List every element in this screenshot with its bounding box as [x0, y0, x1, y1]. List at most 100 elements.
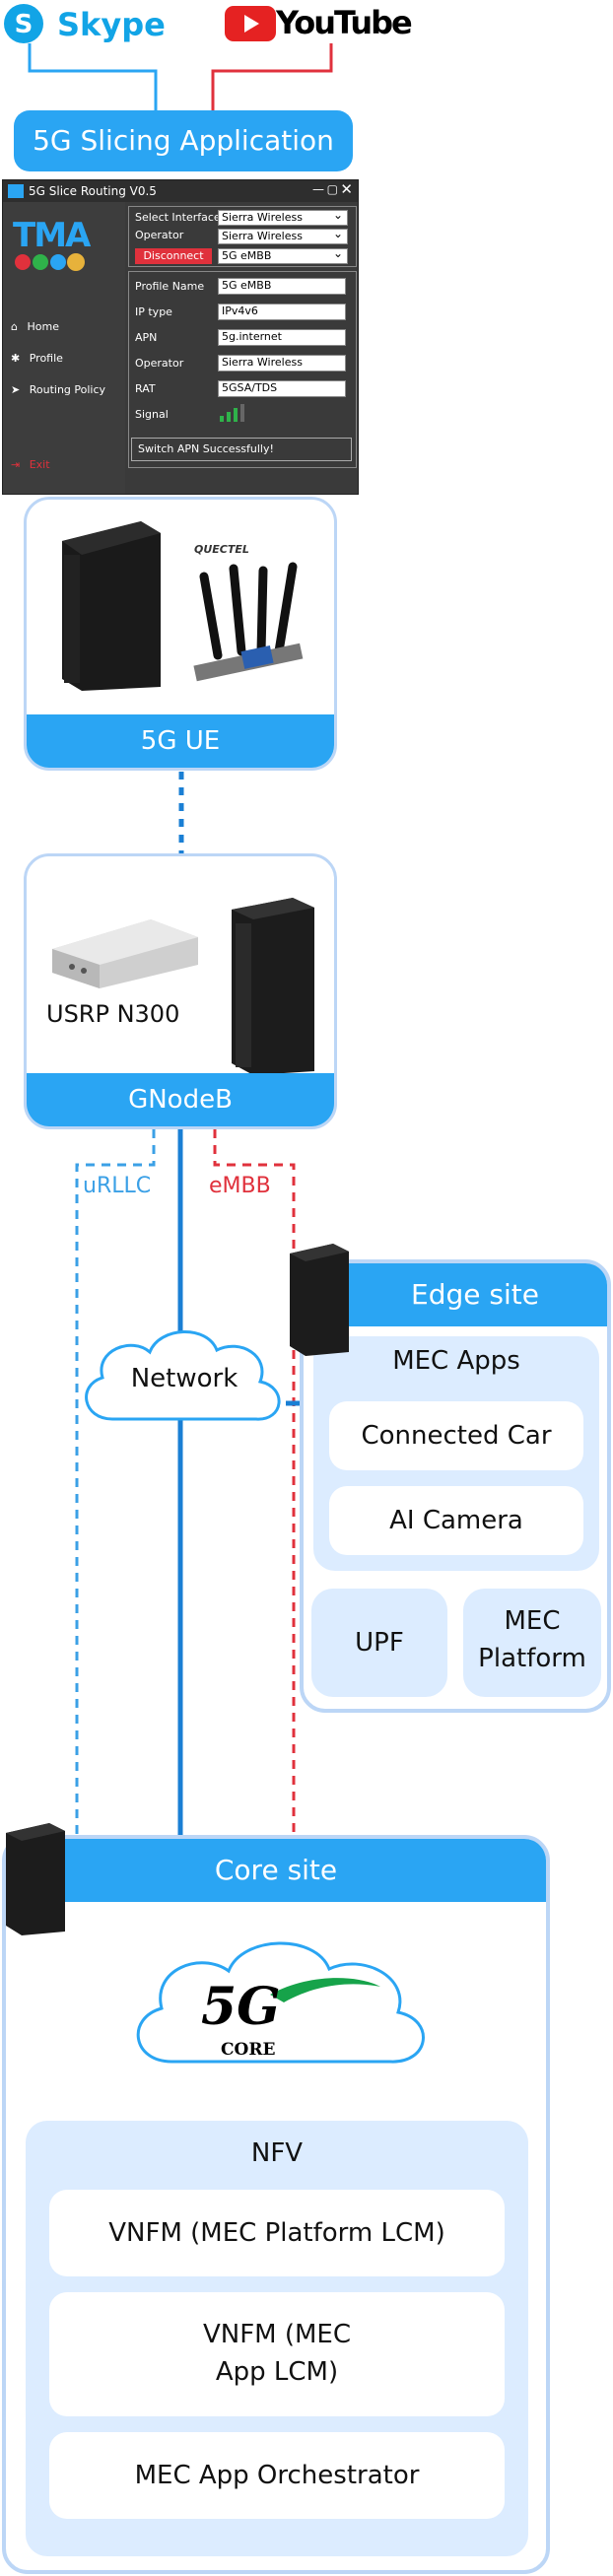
rat-field[interactable]: 5GSA/TDS	[218, 380, 346, 397]
profile-panel: Profile Name 5G eMBB IP type IPv4v6 APN …	[128, 271, 357, 468]
skype-icon: S	[4, 4, 43, 43]
gnodeb-card: USRP N300 GNodeB	[24, 853, 337, 1129]
5g-logo-text: 5G	[201, 1977, 281, 2037]
skype-logo: S Skype	[2, 2, 166, 45]
core-header: Core site	[6, 1839, 546, 1902]
exit-icon: ⇥	[11, 458, 21, 471]
edge-title: Edge site	[411, 1278, 539, 1311]
gear-icon: ✱	[11, 352, 21, 365]
upf-label: UPF	[355, 1628, 404, 1658]
send-icon: ➤	[11, 383, 21, 396]
ip-type-field[interactable]: IPv4v6	[218, 304, 346, 320]
close-icon[interactable]: ✕	[340, 180, 353, 198]
core-title: Core site	[214, 1854, 338, 1886]
sidebar-item-routing-policy[interactable]: ➤ Routing Policy	[11, 383, 105, 396]
status-bar: Switch APN Successfully!	[131, 438, 352, 461]
ai-camera-box: AI Camera	[329, 1486, 583, 1555]
sidebar-item-profile[interactable]: ✱ Profile	[11, 352, 63, 365]
vnfm-platform-box: VNFM (MEC Platform LCM)	[49, 2190, 505, 2276]
upf-box: UPF	[311, 1589, 447, 1697]
top-connectors	[28, 43, 333, 110]
maximize-icon[interactable]: ▢	[326, 182, 338, 196]
youtube-play-icon	[225, 6, 276, 41]
apn-field[interactable]: 5g.internet	[218, 329, 346, 346]
core-server-icon	[6, 1823, 65, 1935]
exit-label: Exit	[29, 458, 50, 471]
edge-site-card: Edge site MEC Apps Connected Car AI Came…	[300, 1259, 611, 1713]
quectel-brand: QUECTEL	[194, 543, 249, 556]
vnfm-platform-label: VNFM (MEC Platform LCM)	[108, 2218, 445, 2248]
mec-orchestrator-box: MEC App Orchestrator	[49, 2432, 505, 2519]
operator2-field[interactable]: Sierra Wireless	[218, 355, 346, 372]
signal-label: Signal	[135, 408, 169, 421]
connected-car-label: Connected Car	[361, 1421, 552, 1451]
ip-type-label: IP type	[135, 305, 172, 318]
profile-name-field[interactable]: 5G eMBB	[218, 278, 346, 295]
ue-label: 5G UE	[140, 726, 221, 756]
nfv-title: NFV	[250, 2138, 304, 2168]
ai-camera-label: AI Camera	[389, 1506, 523, 1535]
window-title-bar: 5G Slice Routing V0.5	[3, 180, 358, 202]
mec-platform-label: MEC Platform	[478, 1606, 586, 1673]
edge-header: Edge site	[304, 1263, 607, 1326]
app-small-icon	[8, 184, 24, 198]
cloud-icon	[136, 1941, 425, 2064]
usrp-label: USRP N300	[46, 1000, 180, 1028]
svg-text:S: S	[15, 10, 34, 39]
embb-path	[213, 1129, 296, 1835]
ue-label-bar: 5G UE	[27, 714, 334, 768]
sidebar-item-label: Routing Policy	[29, 383, 106, 396]
operator-label: Operator	[135, 229, 184, 241]
connection-panel: Select Interface Sierra Wireless Operato…	[128, 206, 357, 267]
mec-platform-box: MEC Platform	[463, 1589, 601, 1697]
network-cloud: Network	[73, 1317, 296, 1439]
mec-apps-box: MEC Apps Connected Car AI Camera	[313, 1336, 599, 1571]
disconnect-button[interactable]: Disconnect	[135, 248, 212, 264]
mini-pc-icon	[62, 521, 161, 691]
core-site-card: Core site 5G CORE NFV VNFM (MEC Platform…	[2, 1835, 550, 2574]
exit-button[interactable]: ⇥ Exit	[11, 458, 50, 471]
nfv-box: NFV VNFM (MEC Platform LCM) VNFM (MEC Ap…	[26, 2121, 528, 2556]
urllc-path	[75, 1129, 156, 1835]
urllc-label: uRLLC	[83, 1174, 152, 1198]
rat-label: RAT	[135, 382, 156, 395]
edge-server-icon	[290, 1244, 349, 1356]
interface-select[interactable]: Sierra Wireless	[218, 208, 348, 226]
tower-server-icon	[232, 898, 314, 1075]
operator-select[interactable]: Sierra Wireless	[218, 227, 348, 244]
skype-connector	[28, 43, 158, 110]
apn-label: APN	[135, 331, 158, 344]
slicing-app-title: 5G Slicing Application	[33, 124, 334, 157]
signal-bars-icon	[220, 404, 244, 422]
select-interface-label: Select Interface	[135, 211, 221, 224]
cloud-icon	[85, 1330, 281, 1421]
sidebar-item-label: Profile	[29, 352, 63, 365]
slice-links	[75, 1129, 307, 1835]
core-logo-text: CORE	[221, 2040, 276, 2060]
slicing-app-banner: 5G Slicing Application	[14, 110, 353, 171]
usrp-device-icon	[52, 919, 198, 988]
slice-routing-window: 5G Slice Routing V0.5 — ▢ ✕ TMA ⌂ Home ✱…	[2, 179, 359, 495]
5g-core-cloud: 5G CORE	[122, 1924, 440, 2081]
minimize-icon[interactable]: —	[312, 182, 324, 196]
youtube-label: YouTube	[276, 4, 413, 41]
ue-card: QUECTEL 5G UE	[24, 497, 337, 771]
slice-select[interactable]: 5G eMBB	[218, 246, 348, 264]
operator2-label: Operator	[135, 357, 184, 370]
status-message: Switch APN Successfully!	[138, 442, 274, 455]
connected-car-box: Connected Car	[329, 1401, 583, 1470]
mec-apps-title: MEC Apps	[392, 1346, 520, 1376]
sidebar: TMA ⌂ Home ✱ Profile ➤ Routing Policy ⇥ …	[3, 202, 125, 494]
network-label: Network	[130, 1364, 238, 1393]
sidebar-item-home[interactable]: ⌂ Home	[11, 320, 59, 333]
profile-name-label: Profile Name	[135, 280, 205, 293]
mec-orchestrator-label: MEC App Orchestrator	[134, 2461, 420, 2490]
embb-label: eMBB	[209, 1174, 271, 1198]
youtube-logo: YouTube	[225, 2, 413, 45]
youtube-connector	[211, 43, 333, 110]
gnodeb-label: GNodeB	[128, 1085, 233, 1115]
ue-gnb-link	[178, 772, 184, 856]
home-icon: ⌂	[11, 320, 18, 333]
gnodeb-label-bar: GNodeB	[27, 1073, 334, 1126]
modem-antenna-icon	[193, 562, 304, 682]
